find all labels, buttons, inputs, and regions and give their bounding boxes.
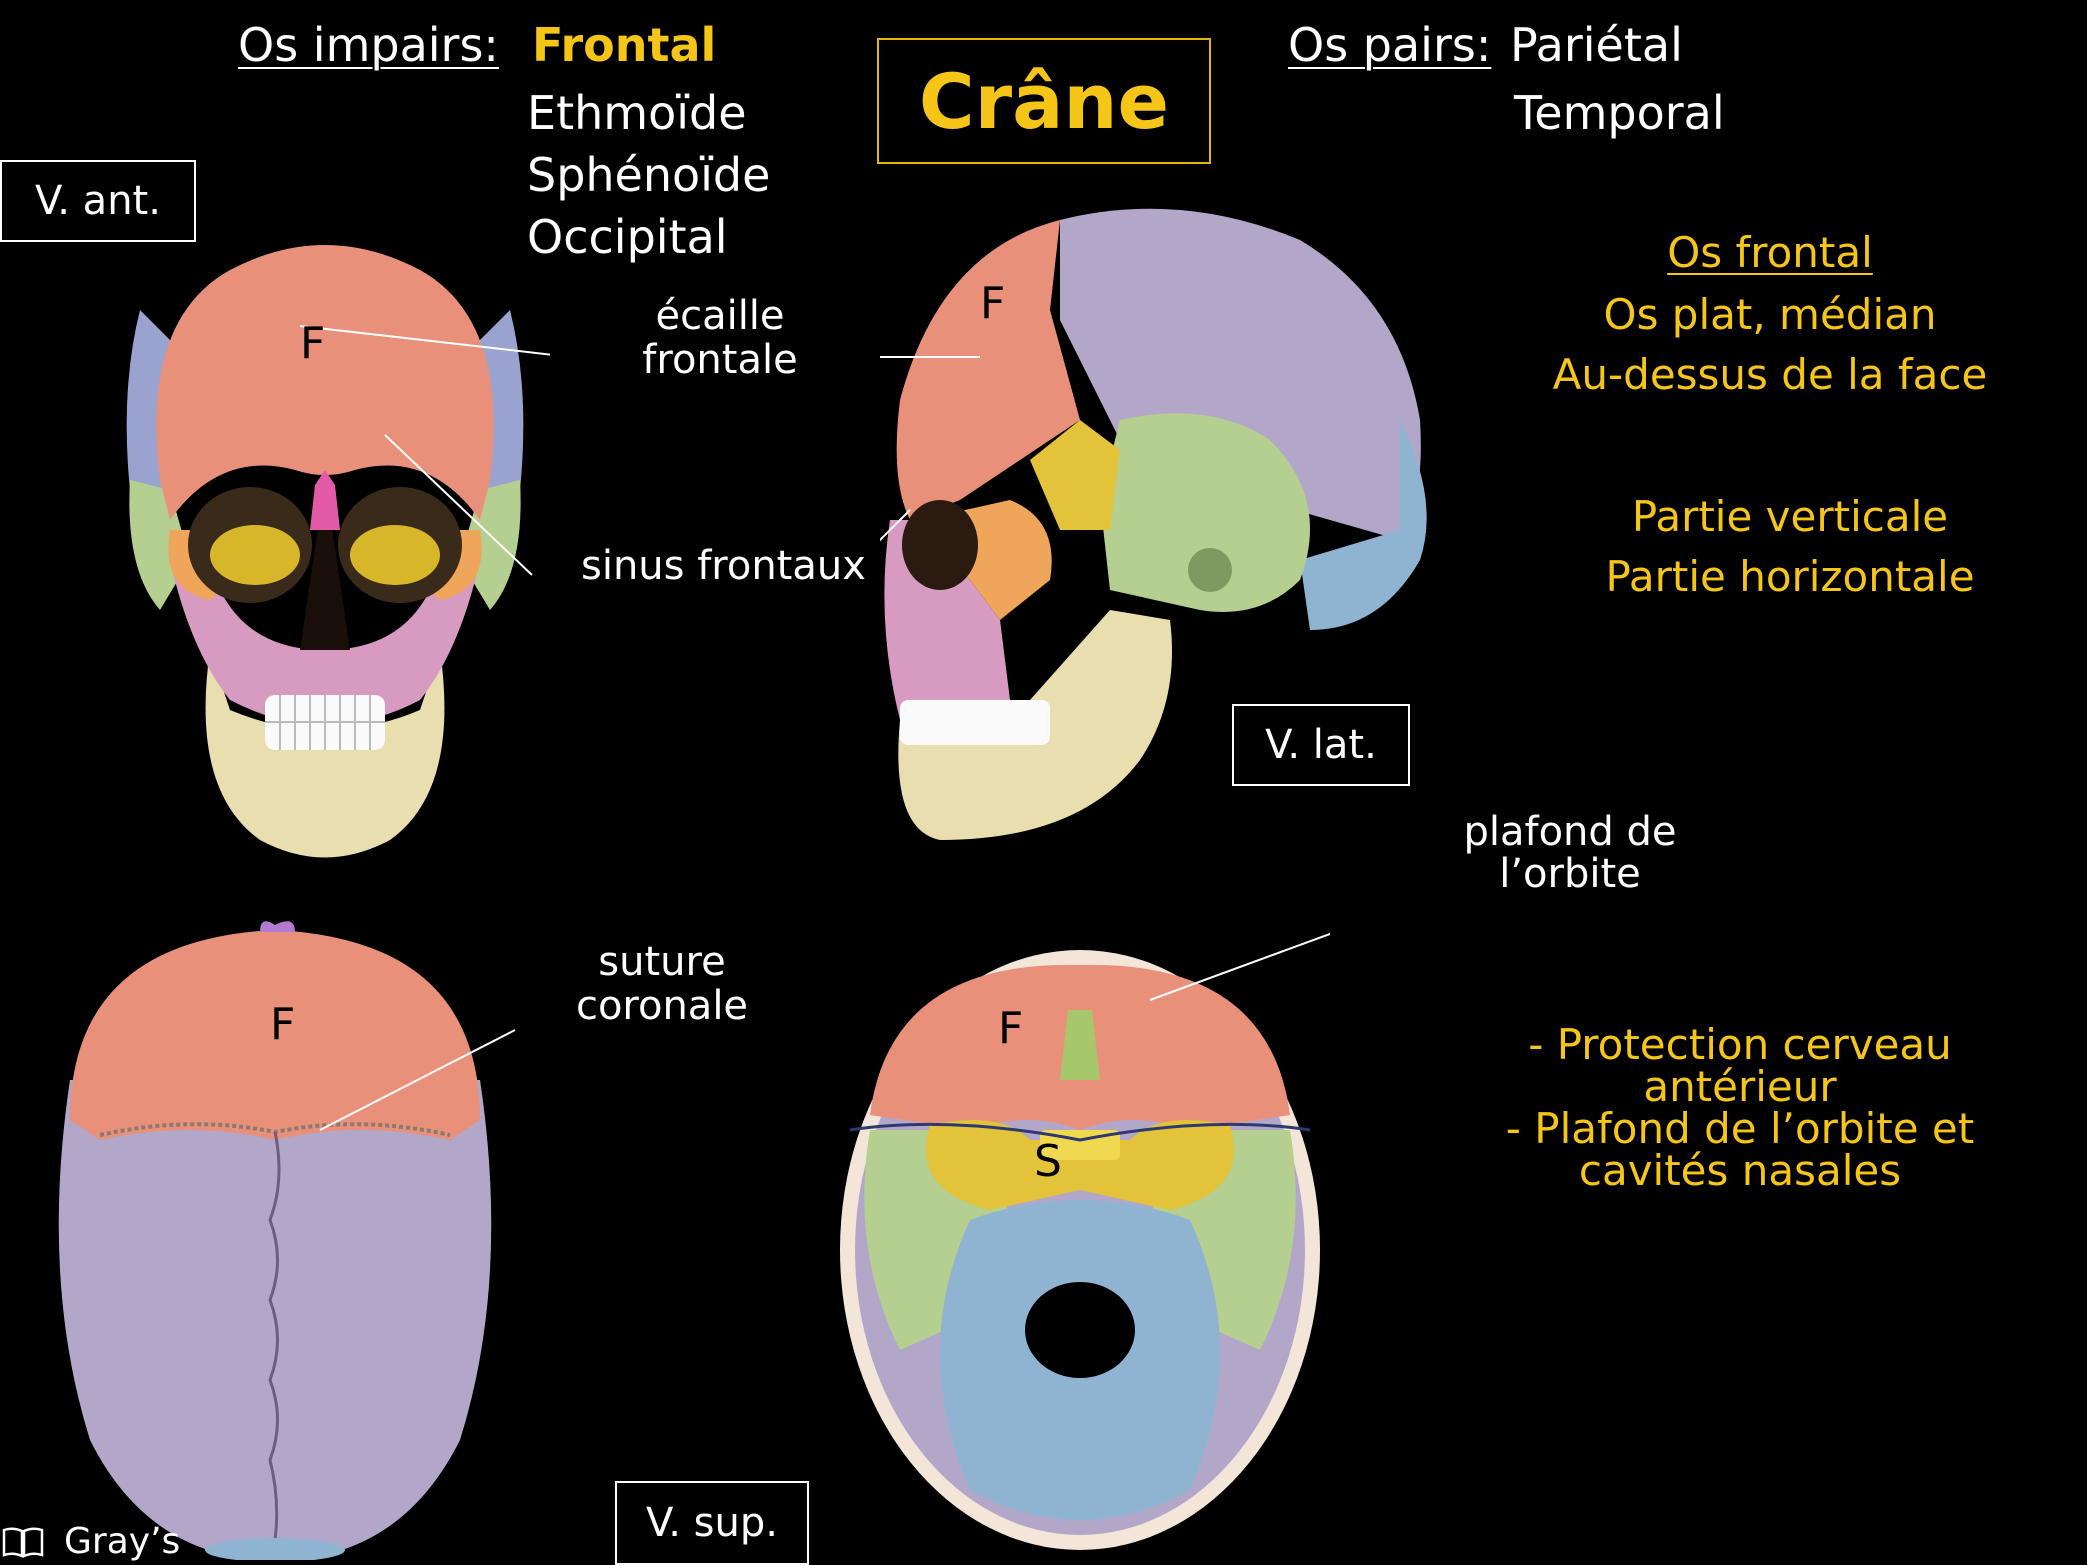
view-lateral-box: V. lat. <box>1232 704 1410 786</box>
source-label: Gray’s <box>64 1521 181 1562</box>
info-role-2a: - Plafond de l’orbite et <box>1505 1104 1975 1153</box>
anterior-skull-figure <box>126 245 550 858</box>
pairs-temporal: Temporal <box>1514 86 1725 140</box>
title-box: Crâne <box>877 38 1211 164</box>
view-superior-box: V. sup. <box>615 1481 809 1565</box>
plafond-label-1: plafond de <box>1463 809 1677 855</box>
pairs-label: Os pairs: <box>1288 18 1492 72</box>
plafond-label-2: l’orbite <box>1499 851 1641 897</box>
view-anterior-label: V. ant. <box>35 178 161 224</box>
info-role-2b: cavités nasales <box>1578 1146 1902 1195</box>
cranial-base-figure <box>840 932 1330 1550</box>
cranial-base-sphenoid-letter: S <box>1034 1136 1062 1187</box>
impairs-ethmoide: Ethmoïde <box>527 86 747 140</box>
impairs-sphenoide: Sphénoïde <box>527 148 771 202</box>
lateral-skull-figure <box>880 208 1427 840</box>
impairs-occipital: Occipital <box>527 210 728 264</box>
lateral-frontal-letter: F <box>980 278 1006 329</box>
suture-label-2: coronale <box>575 983 749 1029</box>
page-title: Crâne <box>918 56 1170 146</box>
view-superior-label: V. sup. <box>646 1500 778 1546</box>
anterior-frontal-letter: F <box>300 318 326 369</box>
info-part-1: Partie verticale <box>1631 492 1949 541</box>
info-line-2: Au-dessus de la face <box>1552 350 1988 399</box>
book-icon <box>2 1527 44 1558</box>
impairs-label: Os impairs: <box>238 18 499 72</box>
sinus-label: sinus frontaux <box>581 543 866 589</box>
view-anterior-box: V. ant. <box>0 160 196 242</box>
superior-skull-figure <box>58 921 516 1560</box>
superior-frontal-letter: F <box>270 999 296 1050</box>
info-role-1a: - Protection cerveau <box>1528 1020 1952 1069</box>
info-part-2: Partie horizontale <box>1605 552 1975 601</box>
view-lateral-label: V. lat. <box>1265 722 1377 768</box>
ecaille-label-1: écaille <box>655 293 785 339</box>
ecaille-label-2: frontale <box>642 337 798 383</box>
info-role-1b: antérieur <box>1643 1062 1837 1111</box>
pairs-parietal: Pariétal <box>1510 18 1683 72</box>
info-line-1: Os plat, médian <box>1603 290 1937 339</box>
info-heading: Os frontal <box>1667 228 1873 277</box>
impairs-frontal: Frontal <box>532 18 717 72</box>
cranial-base-frontal-letter: F <box>998 1003 1024 1054</box>
suture-label-1: suture <box>598 939 726 985</box>
